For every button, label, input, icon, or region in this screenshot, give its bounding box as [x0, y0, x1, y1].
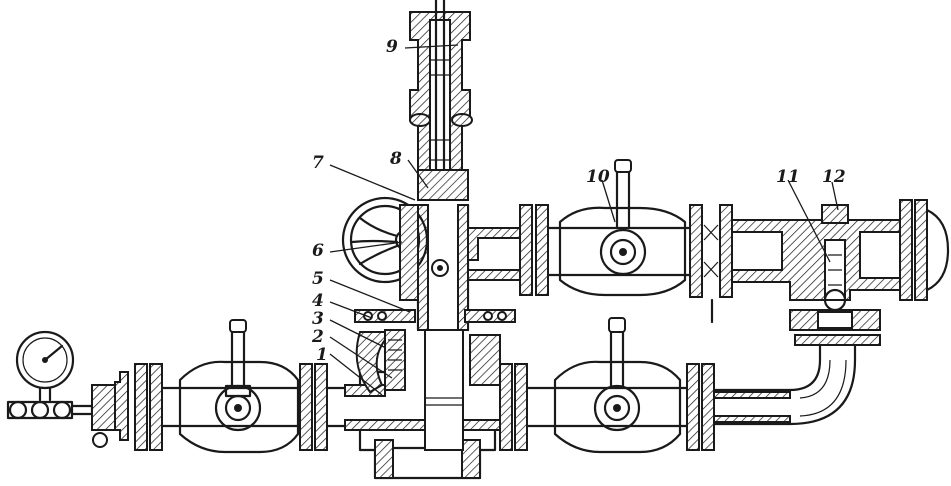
central-column: [354, 203, 516, 394]
callout-9: 9: [386, 37, 398, 57]
callout-5: 5: [312, 269, 324, 289]
leader-lines: [329, 44, 839, 396]
callout-1: 1: [316, 345, 328, 365]
pressure-gauge-icon: [15, 330, 75, 390]
callout-labels: 1 2 3 4 5 6 7 8 9 10 11 12: [311, 37, 846, 365]
callout-3: 3: [312, 309, 324, 329]
callout-6: 6: [312, 241, 324, 261]
callout-4: 4: [312, 291, 324, 311]
callout-7: 7: [312, 153, 324, 173]
lower-right-valve: [553, 317, 682, 454]
callout-2: 2: [311, 327, 324, 347]
lower-pipe-run: [114, 329, 881, 480]
callout-11: 11: [776, 167, 800, 187]
upper-pipe-run: [467, 199, 950, 331]
callout-10: 10: [586, 167, 610, 187]
pressure-gauge-assembly: [6, 330, 116, 448]
callout-12: 12: [822, 167, 846, 187]
upper-valve: [558, 159, 687, 297]
lower-left-valve: [178, 319, 300, 454]
callout-8: 8: [389, 149, 402, 169]
stem-housing: [409, 0, 473, 202]
handwheel-icon: [341, 196, 429, 301]
